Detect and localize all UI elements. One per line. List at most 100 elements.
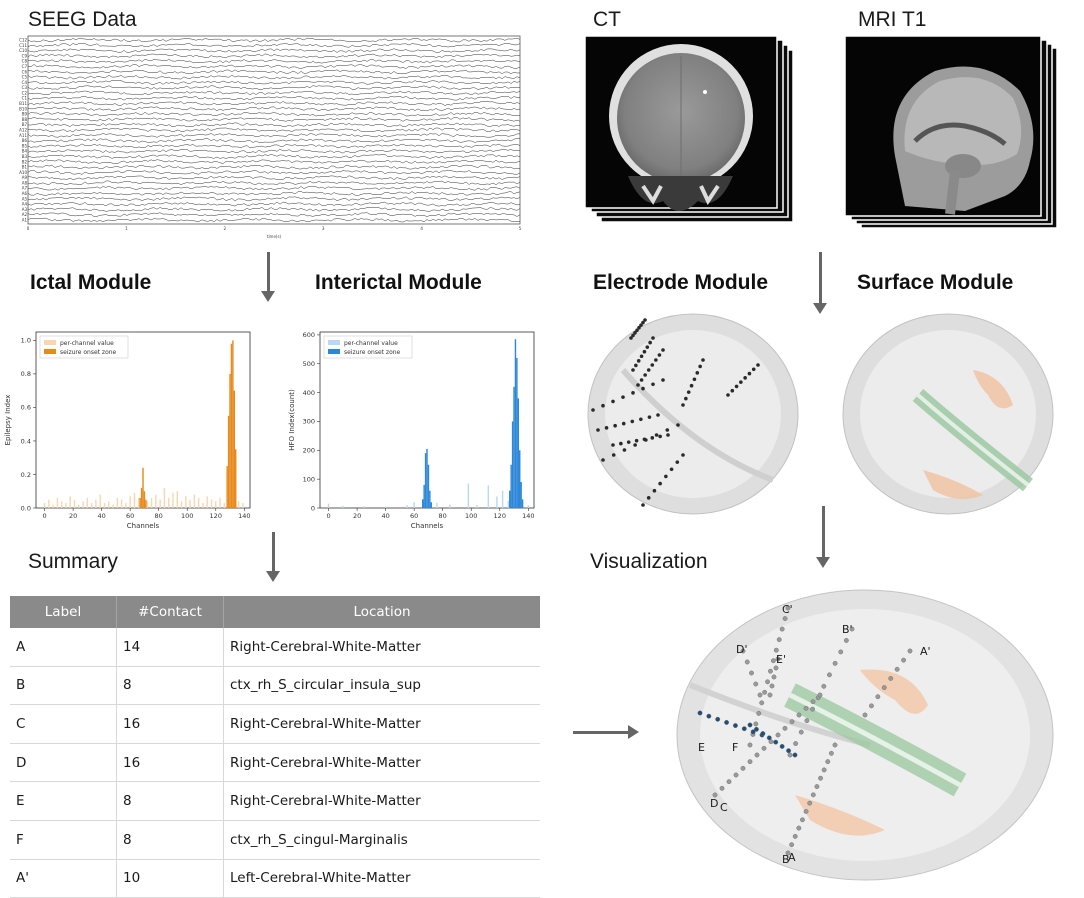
viz-contact (803, 809, 809, 814)
legend-label: seizure onset zone (344, 349, 401, 356)
viz-contact (749, 670, 754, 676)
viz-contact (770, 658, 776, 664)
electrode-contact (695, 371, 700, 375)
x-tick-label: 100 (465, 512, 477, 520)
electrode-contact (681, 453, 685, 457)
bar-per-channel (90, 502, 93, 508)
viz-contact (747, 759, 753, 765)
bar-per-channel (467, 483, 470, 508)
electrode-contact (645, 345, 650, 349)
legend-swatch (328, 349, 340, 354)
bar-seizure-onset (519, 450, 521, 508)
viz-contact (907, 648, 913, 654)
x-axis-label: Channels (127, 522, 160, 530)
cell-contact: 8 (116, 820, 224, 860)
electrode-brain-inner (605, 330, 781, 498)
electrode-contact (622, 448, 627, 452)
viz-contact (810, 792, 816, 798)
viz-contact (719, 785, 725, 791)
electrode-contact (637, 325, 641, 330)
bar-seizure-onset (426, 448, 428, 508)
viz-contact (753, 721, 759, 727)
electrode-contact-dots (591, 318, 760, 507)
electrode-contact (658, 434, 662, 439)
viz-contact (787, 752, 793, 758)
seeg-channel-label: C12 (19, 38, 27, 43)
y-tick-label: 0.8 (21, 370, 31, 378)
viz-electrode-label: D' (736, 643, 748, 656)
bar-per-channel (73, 499, 76, 508)
bar-per-channel (189, 499, 191, 508)
seeg-x-tick: 0 (27, 226, 30, 231)
x-tick-label: 80 (155, 512, 163, 520)
seeg-channel-label: A10 (19, 170, 27, 175)
ictal-module-title: Ictal Module (30, 271, 152, 294)
electrode-contact (643, 373, 647, 377)
electrode-contact (639, 323, 643, 327)
seeg-trace (27, 175, 521, 181)
viz-contact (753, 681, 759, 687)
seeg-trace (27, 143, 521, 149)
electrode-contact (641, 503, 645, 507)
surface-orange-region-1 (973, 370, 1013, 409)
viz-electrode-label: E (698, 741, 705, 754)
seeg-trace (27, 170, 521, 175)
bar-seizure-onset (511, 421, 514, 508)
ct-title: CT (593, 8, 621, 31)
viz-contact (901, 657, 906, 663)
viz-contact (750, 729, 756, 735)
viz-contact (712, 792, 718, 798)
viz-contact (769, 683, 775, 689)
bar-seizure-onset (510, 464, 512, 508)
cell-label: E (10, 781, 117, 821)
arrow-modules-to-visualization (816, 506, 830, 568)
bar-per-channel (125, 502, 127, 508)
seeg-channel-label: C3 (22, 85, 28, 90)
electrode-contact (621, 395, 625, 399)
electrode-contact (621, 421, 626, 426)
y-tick-label: 0.2 (21, 471, 31, 479)
bar-seizure-onset (514, 339, 517, 508)
electrode-contact (751, 367, 756, 372)
bar-per-channel (86, 497, 89, 508)
bar-per-channel (99, 494, 101, 508)
seeg-trace (27, 64, 521, 69)
bar-seizure-onset (145, 499, 147, 508)
viz-contact (756, 710, 762, 716)
bar-seizure-onset (232, 340, 234, 508)
bar-per-channel (82, 501, 84, 508)
viz-contact (773, 665, 779, 671)
viz-contact (785, 605, 791, 611)
seeg-trace (27, 69, 521, 75)
viz-contact (832, 742, 838, 748)
seeg-trace (27, 138, 521, 143)
bar-per-channel (159, 499, 161, 508)
electrode-contact (692, 377, 697, 382)
bar-per-channel (363, 506, 365, 508)
bar-per-channel (180, 501, 183, 508)
electrode-contact (634, 363, 638, 368)
bar-per-channel (215, 501, 217, 508)
electrode-contact (639, 378, 644, 382)
electrode-contact (747, 371, 752, 376)
viz-contact (726, 779, 732, 785)
seeg-x-tick: 5 (519, 226, 522, 231)
electrode-contact (669, 467, 674, 472)
electrode-contact (656, 413, 660, 417)
electrode-contact (664, 474, 668, 479)
seeg-channel-label: B7 (22, 122, 28, 127)
bar-per-channel (202, 502, 204, 508)
bar-seizure-onset (429, 490, 431, 508)
ct-image-stack (584, 36, 794, 223)
seeg-trace (27, 106, 521, 112)
viz-contact (827, 672, 832, 678)
legend-swatch (328, 340, 340, 345)
viz-green-core (788, 692, 962, 788)
seeg-trace (27, 201, 521, 207)
viz-contact (771, 674, 777, 680)
